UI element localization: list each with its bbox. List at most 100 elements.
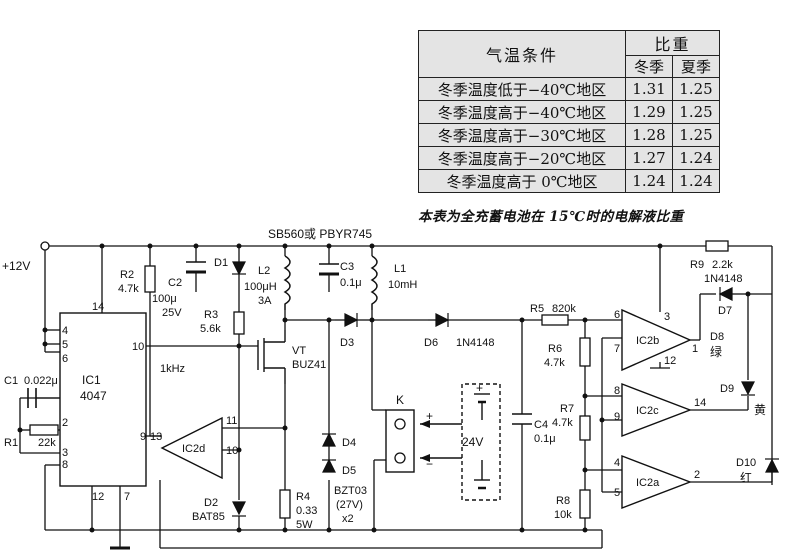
table-row: 冬季温度高于−40℃地区 1.29 1.25 xyxy=(418,100,720,124)
r4-value: 0.33 xyxy=(296,505,317,517)
d7-label: D7 xyxy=(718,305,732,317)
r1-resistor xyxy=(29,424,59,436)
top-part-label: SB560或 PBYR745 xyxy=(268,227,372,241)
r8-label: R8 xyxy=(556,495,570,507)
battery-label: 24V xyxy=(462,435,483,449)
r4-resistor xyxy=(279,489,291,519)
k-terminal-neg xyxy=(394,452,406,464)
d3-diode xyxy=(344,313,359,327)
table-cell-summer: 1.25 xyxy=(672,100,720,124)
table-cell-summer: 1.24 xyxy=(672,169,720,193)
pin-label: 3 xyxy=(62,447,68,459)
pin-label: 10 xyxy=(132,341,144,353)
r7-label: R7 xyxy=(560,403,574,415)
k-label: K xyxy=(396,393,404,407)
l1-inductor xyxy=(370,255,378,310)
pin-label: 13 xyxy=(150,431,162,443)
table-cell-condition: 冬季温度低于−40℃地区 xyxy=(418,77,626,101)
pin-label: 14 xyxy=(92,301,104,313)
table-cell-winter: 1.27 xyxy=(625,146,673,170)
l2-current: 3A xyxy=(258,295,272,307)
r7-resistor xyxy=(579,415,591,441)
r6-label: R6 xyxy=(548,343,562,355)
ic2c-opamp xyxy=(621,382,692,438)
d10-color: 红 xyxy=(740,470,752,485)
r5-resistor xyxy=(541,314,569,326)
r3-label: R3 xyxy=(204,309,218,321)
k-terminal-pos xyxy=(394,418,406,430)
d8-label: D8 xyxy=(710,331,724,343)
d4-zener xyxy=(322,432,336,447)
pin-label: 9 xyxy=(614,411,620,423)
c2-label: C2 xyxy=(168,277,182,289)
ic2d-label: IC2d xyxy=(182,443,205,455)
bzt-part: BZT03 xyxy=(334,485,367,497)
pin-label: 12 xyxy=(92,491,104,503)
d10-led xyxy=(765,458,779,473)
c1-value: 0.022μ xyxy=(24,375,58,387)
pin-label: 8 xyxy=(62,459,68,471)
c1-label: C1 xyxy=(4,375,18,387)
table-cell-summer: 1.25 xyxy=(672,77,720,101)
pin-label: 6 xyxy=(614,309,620,321)
d3-label: D3 xyxy=(340,337,354,349)
r8-value: 10k xyxy=(554,509,572,521)
bzt-count: x2 xyxy=(342,513,354,525)
pin-label: 14 xyxy=(694,397,706,409)
pin-label: 7 xyxy=(614,343,620,355)
r6-resistor xyxy=(579,337,591,367)
d2-label: D2 xyxy=(204,497,218,509)
r5-value: 820k xyxy=(552,303,576,315)
d2-part: BAT85 xyxy=(192,511,225,523)
pin-label: 4 xyxy=(62,325,68,337)
r7-value: 4.7k xyxy=(552,417,573,429)
pin-label: 5 xyxy=(62,339,68,351)
c2-voltage: 25V xyxy=(162,307,182,319)
table-cell-summer: 1.24 xyxy=(672,146,720,170)
table-row: 冬季温度高于−30℃地区 1.28 1.25 xyxy=(418,123,720,147)
bzt-voltage: (27V) xyxy=(336,499,363,511)
d8-color: 绿 xyxy=(710,344,722,359)
r6-value: 4.7k xyxy=(544,357,565,369)
d1-led xyxy=(232,261,246,276)
table-caption: 本表为全充蓄电池在 15℃时的电解液比重 xyxy=(418,209,684,225)
r2-resistor xyxy=(144,265,156,293)
d1-label: D1 xyxy=(214,257,228,269)
r5-label: R5 xyxy=(530,303,544,315)
table-header-condition: 气温条件 xyxy=(418,30,626,78)
r1-label: R1 xyxy=(4,437,18,449)
l2-value: 100μH xyxy=(244,281,277,293)
d7-part: 1N4148 xyxy=(704,273,743,285)
r2-label: R2 xyxy=(120,269,134,281)
pin-label: 2 xyxy=(694,469,700,481)
pin-label: 6 xyxy=(62,353,68,365)
pin-label: 9 xyxy=(140,431,146,443)
k-plus-label: + xyxy=(426,409,433,423)
d5-label: D5 xyxy=(342,465,356,477)
ic2b-opamp xyxy=(621,308,692,372)
table-cell-condition: 冬季温度高于−20℃地区 xyxy=(418,146,626,170)
l2-label: L2 xyxy=(258,265,270,277)
vt-label: VT xyxy=(292,345,306,357)
wires xyxy=(19,245,773,549)
freq-label: 1kHz xyxy=(160,363,185,375)
r3-value: 5.6k xyxy=(200,323,221,335)
r4-label: R4 xyxy=(296,491,310,503)
table-cell-summer: 1.25 xyxy=(672,123,720,147)
pin-label: 1 xyxy=(692,343,698,355)
table-header-summer: 夏季 xyxy=(672,55,720,78)
d6-part: 1N4148 xyxy=(456,337,495,349)
ic2a-opamp xyxy=(621,454,692,510)
battery-24v xyxy=(420,383,501,501)
pin-label: 5 xyxy=(614,487,620,499)
d2-diode xyxy=(232,501,246,516)
c2-value: 100μ xyxy=(152,293,177,305)
ic1-chip xyxy=(59,312,147,487)
d5-zener xyxy=(322,458,336,473)
table-cell-winter: 1.28 xyxy=(625,123,673,147)
pin-label: 7 xyxy=(124,491,130,503)
l1-label: L1 xyxy=(394,263,406,275)
table-cell-winter: 1.29 xyxy=(625,100,673,124)
d9-label: D9 xyxy=(720,383,734,395)
arrow-pos-icon xyxy=(420,420,430,428)
